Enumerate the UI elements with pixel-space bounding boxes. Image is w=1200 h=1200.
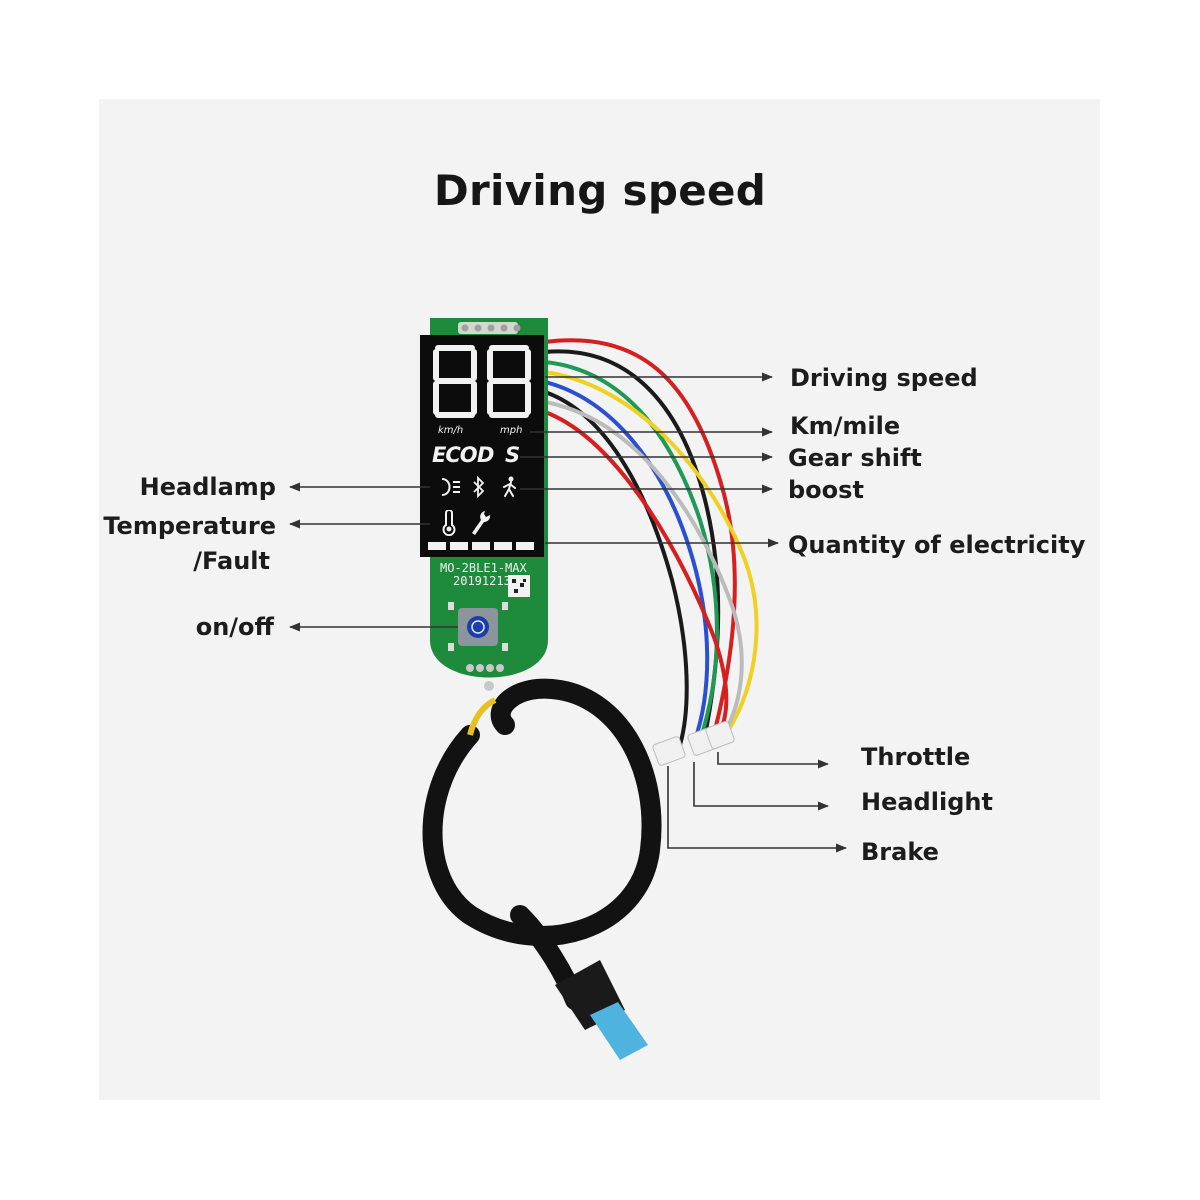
label-throttle: Throttle [861,743,971,771]
label-fault: /Fault [193,547,270,575]
wrench-icon [472,511,491,535]
unit-kmh-label: km/h [438,425,464,436]
pcb-model-text: MO-2BLE1-MAX [440,561,527,575]
callout-lines [288,372,848,853]
mode-s-label: S [505,443,521,467]
label-driving-speed: Driving speed [790,364,978,392]
main-cable [422,678,662,1010]
mode-d-label: D [477,443,495,467]
label-temperature: Temperature [103,512,276,540]
label-quantity-of-electricity: Quantity of electricity [788,531,1086,559]
label-brake: Brake [861,838,939,866]
pcb-date-text: 20191213 [453,574,511,588]
label-km-mile: Km/mile [790,412,901,440]
unit-mph-label: mph [500,425,523,436]
thermometer-icon [442,510,456,536]
walking-person-icon [503,476,516,497]
label-headlamp: Headlamp [139,473,276,501]
label-gear-shift: Gear shift [788,444,922,472]
label-headlight: Headlight [861,788,993,816]
cable-connector [555,960,648,1060]
mode-eco-label: ECO [432,443,478,467]
label-on-off: on/off [195,613,274,641]
bluetooth-icon [473,476,485,498]
headlamp-icon [441,478,460,496]
page-title: Driving speed [433,166,767,215]
wire-connectors [652,720,735,766]
label-boost: boost [788,476,864,504]
signal-wires [543,338,759,747]
